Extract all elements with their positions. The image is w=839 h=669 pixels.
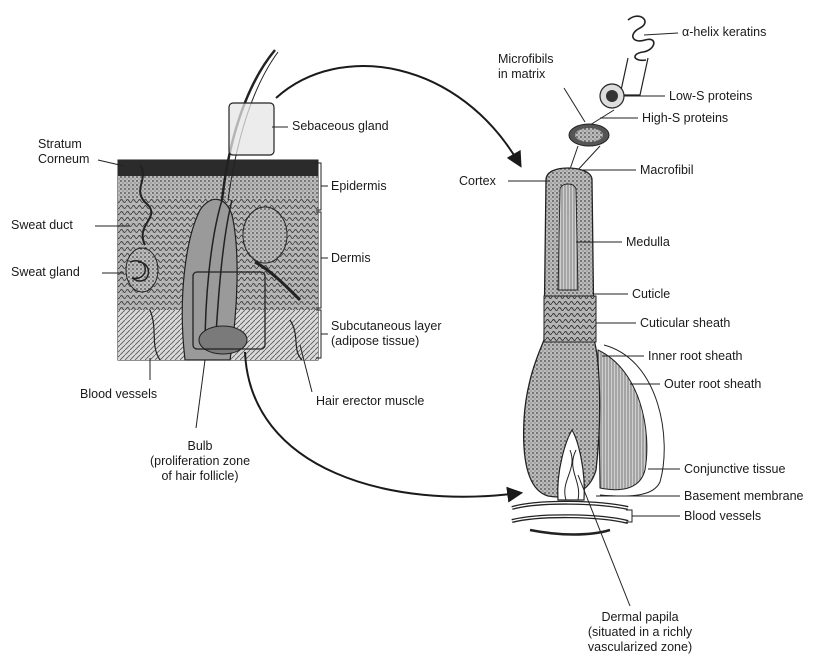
magnify-arrow-bottom [245, 352, 520, 497]
label-microfibils: Microfibils in matrix [498, 52, 554, 82]
label-blood-vessels-skin: Blood vessels [80, 387, 157, 402]
label-subcutaneous-line-1: Subcutaneous layer [331, 319, 442, 334]
label-dermal-papila: Dermal papila (situated in a richly vasc… [588, 610, 692, 655]
label-stratum-line-1: Stratum [38, 137, 89, 152]
label-cuticle: Cuticle [632, 287, 670, 302]
label-dermal-papila-line-2: (situated in a richly [588, 625, 692, 640]
label-alpha-helix-keratins: α-helix keratins [682, 25, 766, 40]
label-bulb-line-2: (proliferation zone [150, 454, 250, 469]
label-cuticular-sheath: Cuticular sheath [640, 316, 730, 331]
label-bulb-line-3: of hair follicle) [150, 469, 250, 484]
label-low-s-proteins: Low-S proteins [669, 89, 752, 104]
label-dermal-papila-line-1: Dermal papila [588, 610, 692, 625]
label-stratum-corneum: Stratum Corneum [38, 137, 89, 167]
label-bulb: Bulb (proliferation zone of hair follicl… [150, 439, 250, 484]
label-sebaceous-gland: Sebaceous gland [292, 119, 389, 134]
label-inner-root-sheath: Inner root sheath [648, 349, 743, 364]
label-dermal-papila-line-3: vascularized zone) [588, 640, 692, 655]
label-high-s-proteins: High-S proteins [642, 111, 728, 126]
label-hair-erector-muscle: Hair erector muscle [316, 394, 424, 409]
label-basement-membrane: Basement membrane [684, 489, 804, 504]
label-medulla: Medulla [626, 235, 670, 250]
label-microfibils-line-1: Microfibils [498, 52, 554, 67]
label-microfibils-line-2: in matrix [498, 67, 554, 82]
label-sweat-gland: Sweat gland [11, 265, 80, 280]
label-dermis: Dermis [331, 251, 371, 266]
keratin-structure [564, 16, 678, 172]
label-outer-root-sheath: Outer root sheath [664, 377, 761, 392]
follicle-section [512, 168, 664, 535]
label-subcutaneous-line-2: (adipose tissue) [331, 334, 442, 349]
label-conjunctive-tissue: Conjunctive tissue [684, 462, 785, 477]
label-epidermis: Epidermis [331, 179, 387, 194]
label-sweat-duct: Sweat duct [11, 218, 73, 233]
label-blood-vessels-follicle: Blood vessels [684, 509, 761, 524]
magnify-arrow-top [276, 66, 520, 165]
skin-section [118, 50, 318, 360]
label-cortex: Cortex [459, 174, 496, 189]
label-macrofibil: Macrofibil [640, 163, 694, 178]
label-stratum-line-2: Corneum [38, 152, 89, 167]
label-bulb-line-1: Bulb [150, 439, 250, 454]
label-subcutaneous-layer: Subcutaneous layer (adipose tissue) [331, 319, 442, 349]
